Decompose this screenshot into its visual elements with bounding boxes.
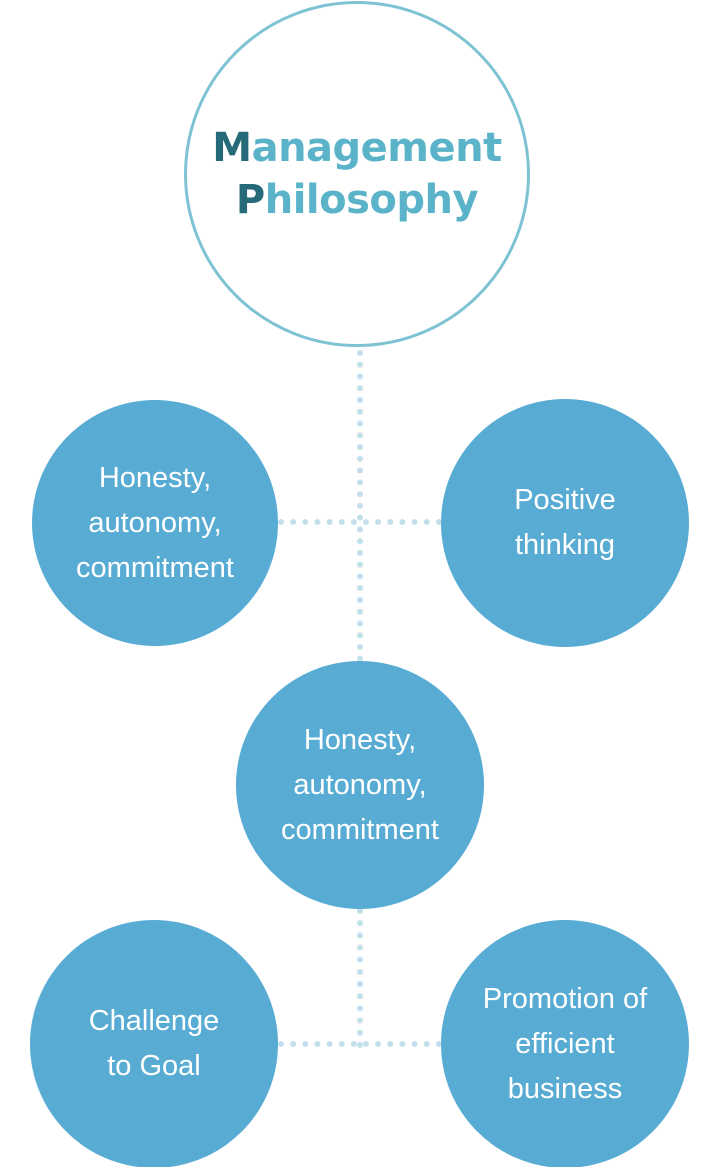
node-label-challenge-to-goal: Challenge to Goal [88, 1005, 220, 1082]
node-honesty-center: Honesty, autonomy, commitment [236, 661, 484, 909]
connector-top-branch [278, 519, 442, 525]
node-label-promotion-efficient-business: Promotion of efficient business [482, 982, 648, 1105]
connector-hub-to-center [357, 350, 363, 662]
hub-title-line-2: Philosophy [235, 174, 479, 226]
node-label-positive-thinking: Positive thinking [514, 484, 616, 561]
hub-title-line-1: Management [212, 122, 503, 174]
node-label-honesty-center: Honesty, autonomy, commitment [281, 723, 439, 846]
hub-title-rest-2: hilosophy [264, 177, 479, 223]
node-positive-thinking: Positive thinking [441, 399, 689, 647]
hub-title-rest-1: anagement [251, 125, 503, 171]
connector-center-to-bottom [357, 908, 363, 1048]
hub-circle: Management Philosophy [184, 1, 530, 347]
node-challenge-to-goal: Challenge to Goal [30, 920, 278, 1167]
hub-title-initial-p: P [235, 177, 265, 223]
hub-title-initial-m: M [212, 125, 252, 171]
node-label-honesty-left: Honesty, autonomy, commitment [76, 461, 234, 584]
node-promotion-efficient-business: Promotion of efficient business [441, 920, 689, 1167]
node-honesty-left: Honesty, autonomy, commitment [32, 400, 278, 646]
connector-bottom-branch [278, 1041, 442, 1047]
